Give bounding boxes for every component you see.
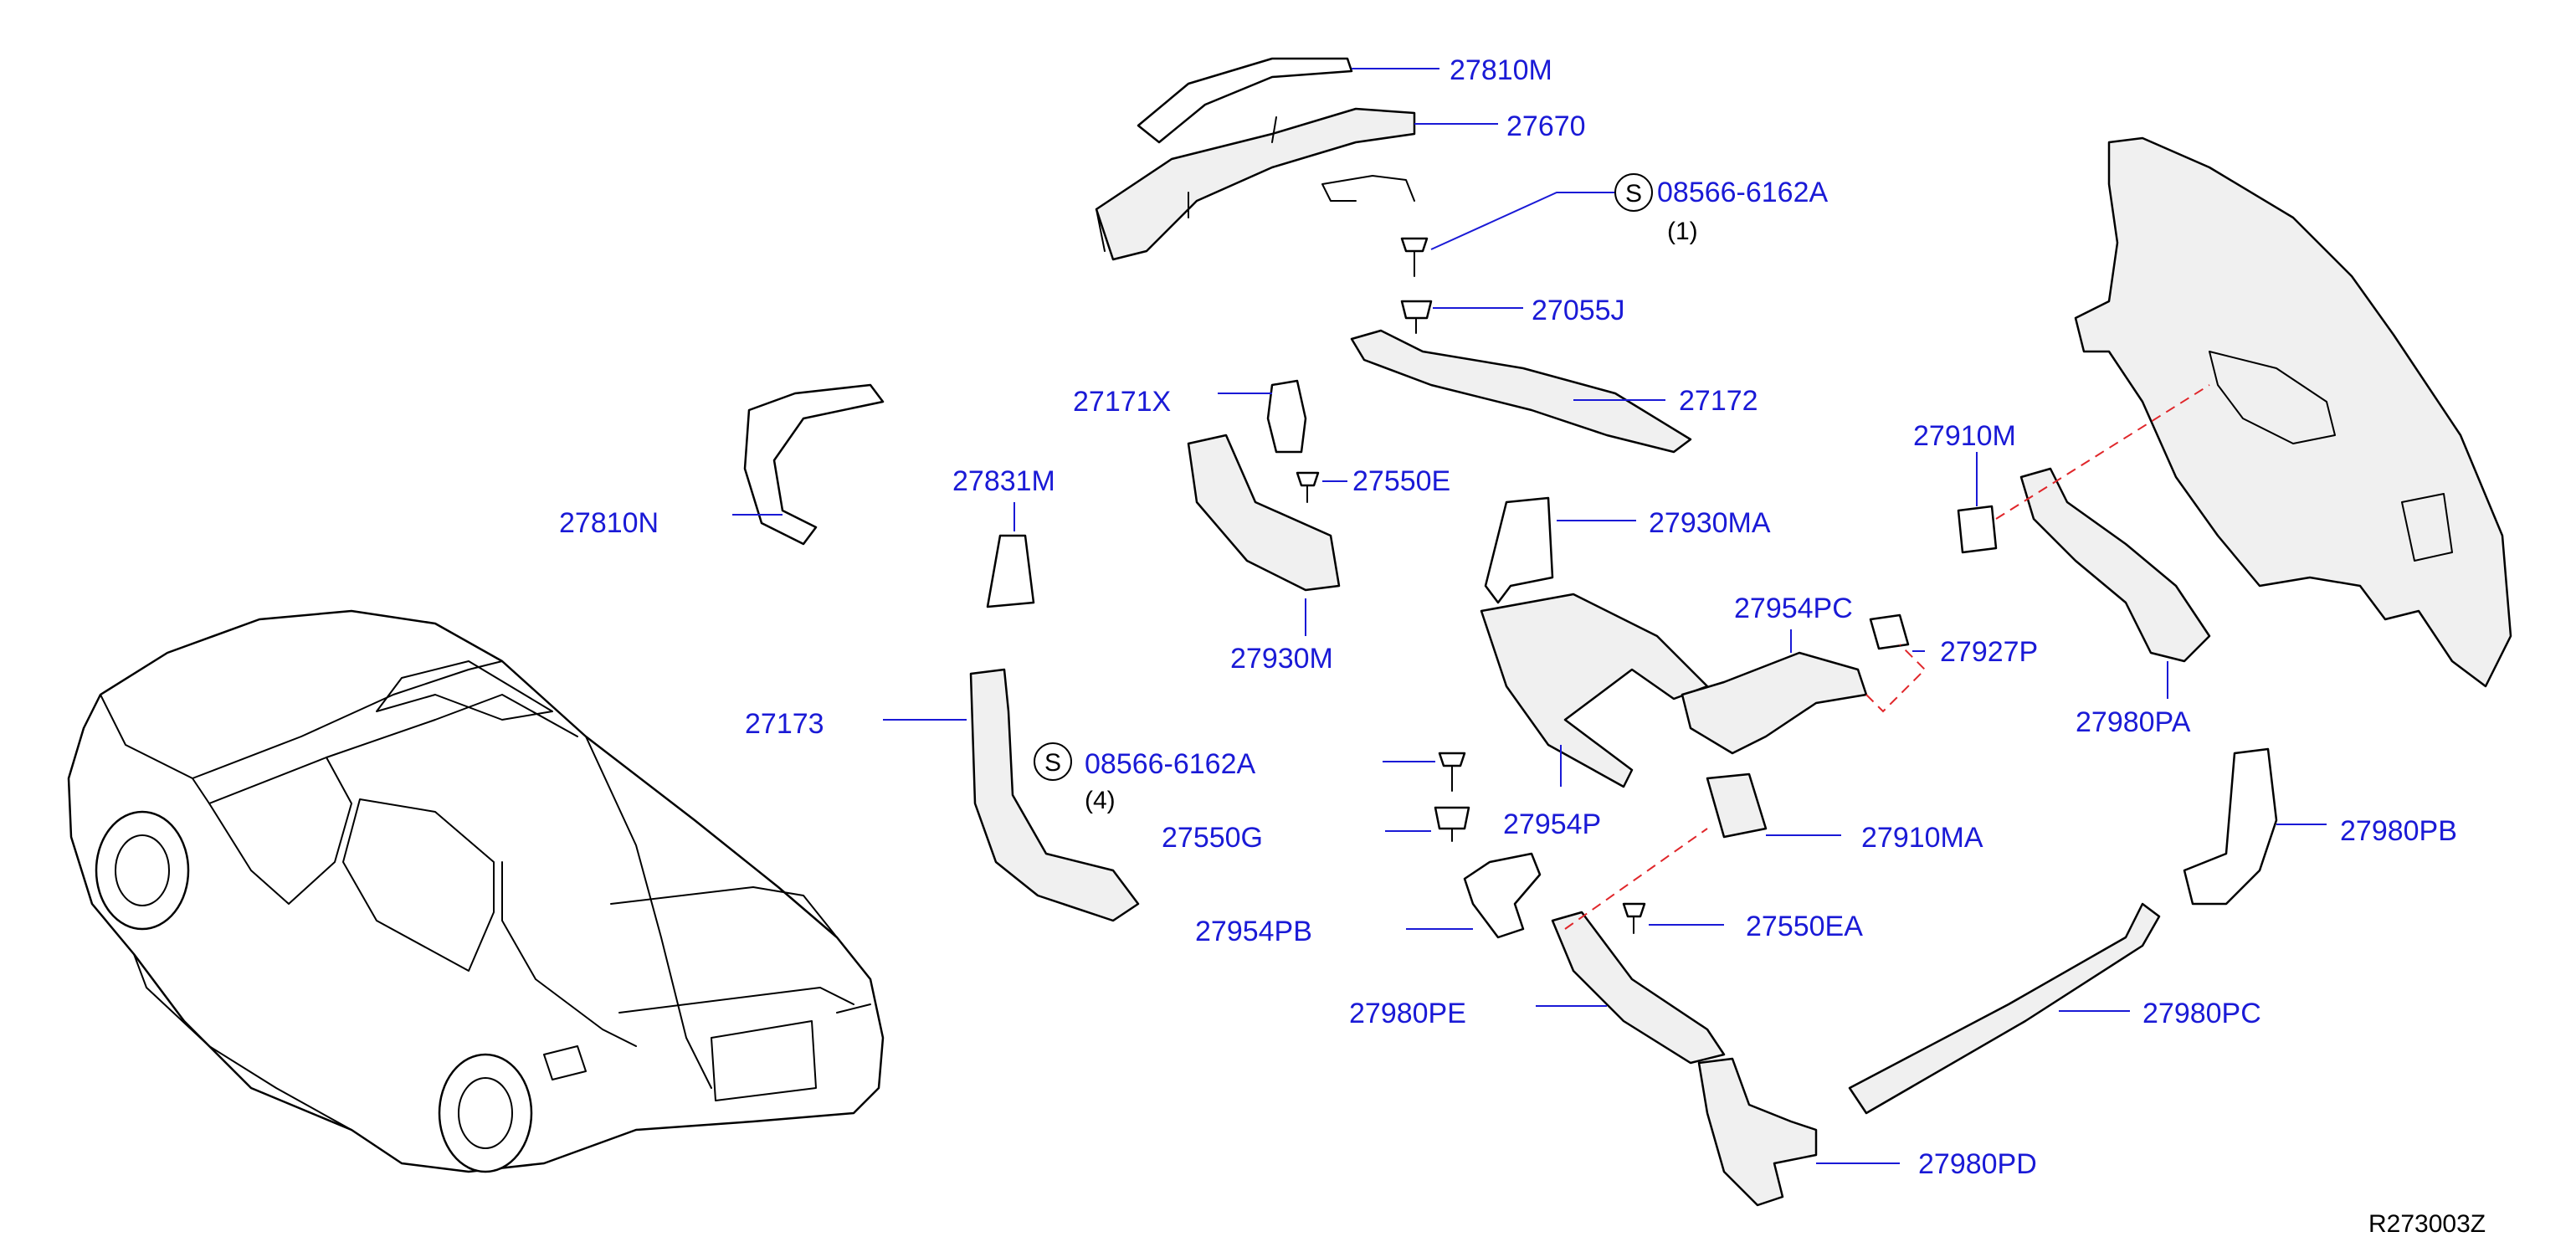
label-27910MA: 27910MA xyxy=(1861,822,1983,854)
label-27172: 27172 xyxy=(1679,385,1758,417)
label-27980PE: 27980PE xyxy=(1349,998,1466,1029)
alignment-lines xyxy=(1564,384,2210,930)
screw-symbols: S S xyxy=(1034,173,1653,781)
screw-symbol-circle-1 xyxy=(1614,173,1653,212)
label-27550E: 27550E xyxy=(1352,465,1450,497)
label-27670: 27670 xyxy=(1506,110,1586,142)
label-27930MA: 27930MA xyxy=(1649,507,1771,539)
label-08566-6162A-top: 08566-6162A xyxy=(1657,177,1829,208)
label-27171X: 27171X xyxy=(1073,386,1171,418)
qty-08566-6162A-top: (1) xyxy=(1667,218,1698,245)
screw-symbol-1: S xyxy=(1625,180,1642,208)
dashed-line-27927P xyxy=(1865,644,1927,713)
label-27930M: 27930M xyxy=(1230,643,1333,675)
qty-08566-6162A-mid: (4) xyxy=(1085,787,1116,814)
label-27550EA: 27550EA xyxy=(1746,911,1863,942)
dashed-line-27910M xyxy=(1995,384,2210,520)
dashed-line-27910MA xyxy=(1564,828,1708,930)
drawing-code: R273003Z xyxy=(2368,1210,2486,1238)
label-27810N: 27810N xyxy=(559,507,659,539)
part-number-labels: 27810M 27670 08566-6162A (1) 27055J 2717… xyxy=(559,54,2457,1180)
label-27954P: 27954P xyxy=(1503,808,1601,840)
label-27910M: 27910M xyxy=(1913,420,2016,452)
label-27954PB: 27954PB xyxy=(1195,916,1312,947)
leader-lines xyxy=(732,68,2327,1164)
vehicle-illustration xyxy=(67,609,885,1173)
label-27055J: 27055J xyxy=(1532,295,1625,326)
screw-symbol-2: S xyxy=(1044,749,1061,777)
label-27954PC: 27954PC xyxy=(1734,593,1853,624)
label-27550G: 27550G xyxy=(1162,822,1263,854)
label-27173: 27173 xyxy=(745,708,824,740)
screw-symbol-circle-2 xyxy=(1034,742,1072,781)
label-27980PC: 27980PC xyxy=(2142,998,2261,1029)
label-27831M: 27831M xyxy=(952,465,1055,497)
label-08566-6162A-mid: 08566-6162A xyxy=(1085,748,1256,780)
label-27980PD: 27980PD xyxy=(1918,1148,2037,1180)
label-27980PB: 27980PB xyxy=(2340,815,2457,847)
label-27927P: 27927P xyxy=(1940,636,2038,668)
part-shapes xyxy=(743,57,2512,1207)
label-27810M: 27810M xyxy=(1450,54,1552,86)
label-27980PA: 27980PA xyxy=(2076,706,2191,738)
